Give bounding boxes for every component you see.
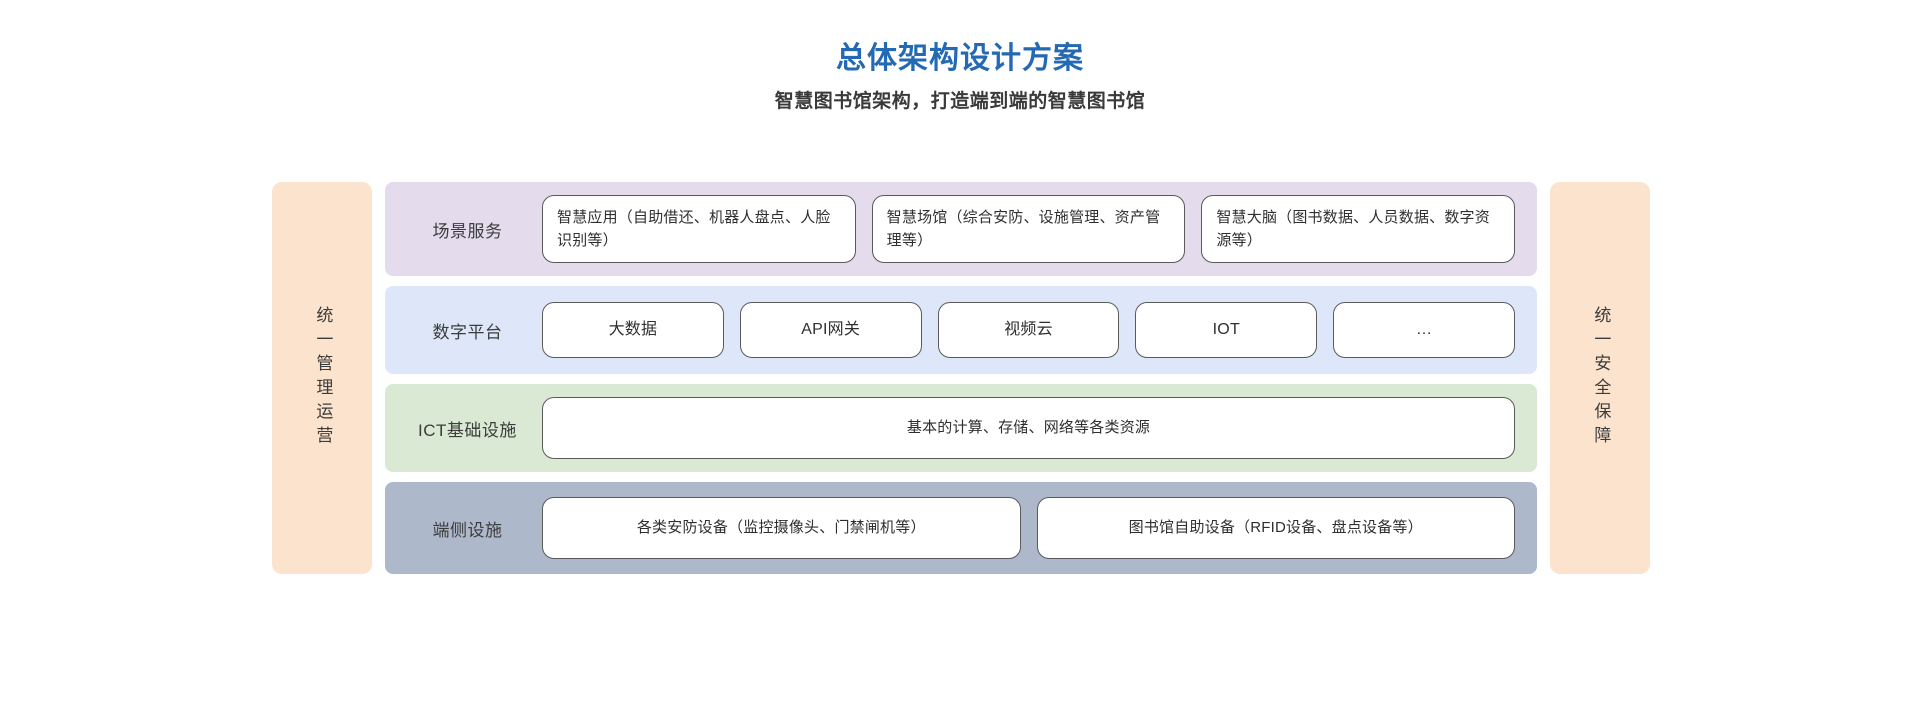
page-subtitle: 智慧图书馆架构，打造端到端的智慧图书馆 xyxy=(774,91,1146,112)
architecture-diagram: 统一管理运营 场景服务 智慧应用（自助借还、机器人盘点、人脸识别等） 智慧场馆（… xyxy=(272,182,1650,574)
left-vertical-bar-unified-management: 统一管理运营 xyxy=(272,182,372,574)
layer-stack: 场景服务 智慧应用（自助借还、机器人盘点、人脸识别等） 智慧场馆（综合安防、设施… xyxy=(385,182,1537,574)
layer-label-edge-facilities: 端侧设施 xyxy=(432,520,503,540)
card-compute-storage-network-resources[interactable]: 基本的计算、存储、网络等各类资源 xyxy=(542,397,1515,459)
card-security-devices[interactable]: 各类安防设备（监控摄像头、门禁闸机等） xyxy=(542,497,1021,559)
layer-digital-platform: 数字平台 大数据 API网关 视频云 IOT … xyxy=(385,286,1537,374)
right-vertical-bar-label: 统一安全保障 xyxy=(1591,306,1611,450)
layer-cards-ict-infrastructure: 基本的计算、存储、网络等各类资源 xyxy=(542,397,1515,459)
card-smart-brain[interactable]: 智慧大脑（图书数据、人员数据、数字资源等） xyxy=(1201,194,1516,264)
layer-label-digital-platform: 数字平台 xyxy=(432,322,503,342)
card-api-gateway[interactable]: API网关 xyxy=(739,302,922,358)
left-vertical-bar-label: 统一管理运营 xyxy=(313,306,333,450)
page-title: 总体架构设计方案 xyxy=(836,42,1084,75)
layer-cards-edge-facilities: 各类安防设备（监控摄像头、门禁闸机等） 图书馆自助设备（RFID设备、盘点设备等… xyxy=(542,497,1515,559)
right-vertical-bar-unified-security: 统一安全保障 xyxy=(1550,182,1650,574)
card-library-self-service-devices[interactable]: 图书馆自助设备（RFID设备、盘点设备等） xyxy=(1036,497,1515,559)
card-video-cloud[interactable]: 视频云 xyxy=(937,302,1120,358)
layer-scene-services: 场景服务 智慧应用（自助借还、机器人盘点、人脸识别等） 智慧场馆（综合安防、设施… xyxy=(385,182,1537,276)
layer-edge-facilities: 端侧设施 各类安防设备（监控摄像头、门禁闸机等） 图书馆自助设备（RFID设备、… xyxy=(385,482,1537,574)
layer-label-ict-infrastructure: ICT基础设施 xyxy=(418,420,517,440)
layer-ict-infrastructure: ICT基础设施 基本的计算、存储、网络等各类资源 xyxy=(385,384,1537,472)
card-more-ellipsis[interactable]: … xyxy=(1333,302,1515,358)
card-smart-application[interactable]: 智慧应用（自助借还、机器人盘点、人脸识别等） xyxy=(542,194,856,264)
layer-label-scene-services: 场景服务 xyxy=(432,221,503,241)
card-iot[interactable]: IOT xyxy=(1135,302,1318,358)
layer-cards-scene-services: 智慧应用（自助借还、机器人盘点、人脸识别等） 智慧场馆（综合安防、设施管理、资产… xyxy=(542,194,1516,264)
header: 总体架构设计方案 智慧图书馆架构，打造端到端的智慧图书馆 xyxy=(0,0,1920,114)
card-big-data[interactable]: 大数据 xyxy=(542,302,724,358)
layer-cards-digital-platform: 大数据 API网关 视频云 IOT … xyxy=(542,302,1515,358)
card-smart-venue[interactable]: 智慧场馆（综合安防、设施管理、资产管理等） xyxy=(871,194,1186,264)
